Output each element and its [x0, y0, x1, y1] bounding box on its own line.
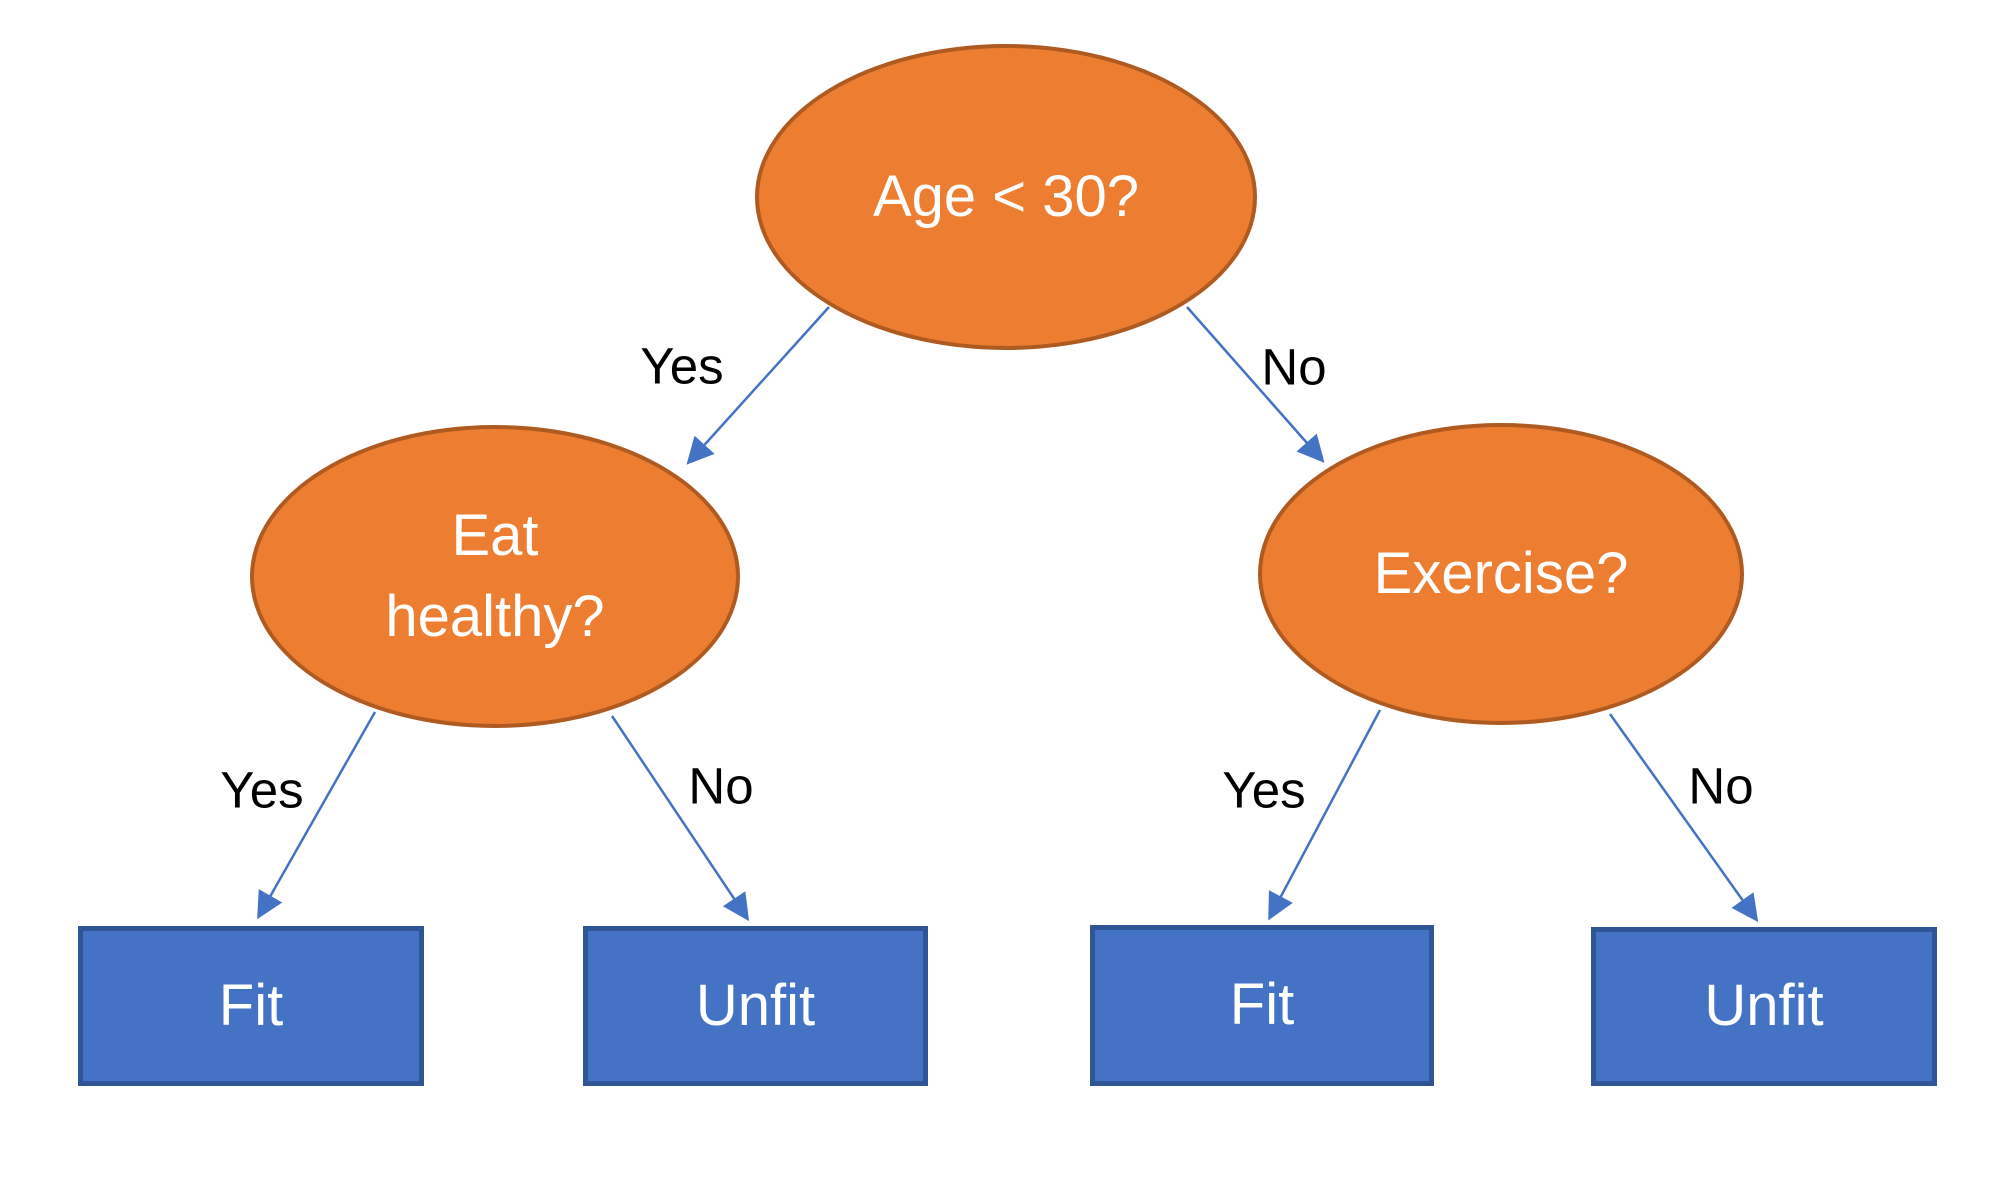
- connector-exercise-to-fit: [1268, 709, 1382, 921]
- edge-label-age-yes: Yes: [640, 337, 724, 395]
- outcome-node-unfit-right: Unfit: [1591, 927, 1937, 1086]
- outcome-node-fit-right: Fit: [1090, 925, 1434, 1086]
- connector-exercise-to-unfit: [1608, 713, 1759, 923]
- edge-label-eat-healthy-yes: Yes: [220, 761, 304, 819]
- decision-node-exercise: Exercise?: [1258, 423, 1744, 725]
- connector-age-to-eat-healthy: [686, 306, 830, 465]
- edge-label-exercise-no: No: [1688, 757, 1754, 815]
- outcome-node-fit-right-label: Fit: [1229, 972, 1295, 1038]
- decision-node-age-label: Age < 30?: [872, 163, 1140, 229]
- decision-node-exercise-label: Exercise?: [1373, 540, 1629, 606]
- connector-age-to-exercise: [1186, 306, 1325, 463]
- connector-eat-healthy-to-fit: [257, 711, 377, 920]
- decision-node-eat-healthy: Eat healthy?: [250, 425, 740, 728]
- decision-node-age: Age < 30?: [755, 44, 1257, 350]
- edge-label-exercise-yes: Yes: [1222, 761, 1306, 819]
- outcome-node-unfit-left: Unfit: [583, 926, 928, 1086]
- outcome-node-unfit-right-label: Unfit: [1704, 973, 1824, 1039]
- outcome-node-fit-left-label: Fit: [218, 972, 284, 1038]
- connector-eat-healthy-to-unfit: [610, 715, 750, 922]
- edge-label-age-no: No: [1261, 338, 1327, 396]
- outcome-node-unfit-left-label: Unfit: [695, 972, 816, 1038]
- decision-node-eat-healthy-label: Eat healthy?: [385, 503, 605, 649]
- edge-label-eat-healthy-no: No: [688, 757, 754, 815]
- outcome-node-fit-left: Fit: [78, 926, 424, 1086]
